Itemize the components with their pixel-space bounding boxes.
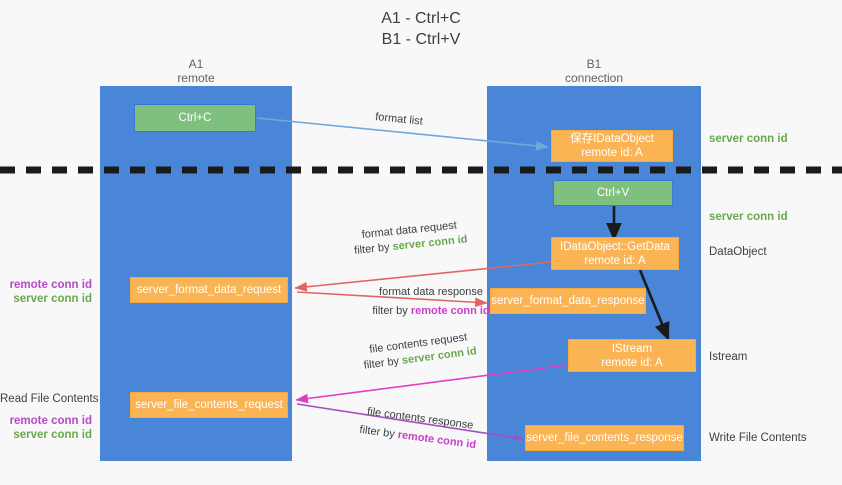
node-save-idataobject[interactable]: 保存IDataObject remote id: A [551, 130, 673, 162]
node-ctrl-v[interactable]: Ctrl+V [553, 180, 673, 206]
edge-label-format-list: format list [375, 110, 424, 130]
node-ctrl-v-label: Ctrl+V [596, 187, 630, 199]
column-a1-role: remote [177, 71, 215, 85]
node-istream-sub: remote id: A [601, 356, 663, 369]
edge-label-format-data-response-text: format data response [379, 286, 483, 298]
node-server-format-data-response-label: server_format_data_response [491, 295, 645, 307]
node-istream-label: IStream [611, 342, 653, 355]
filter-prefix: filter by [372, 305, 408, 317]
edge-label-file-contents-request: file contents request filter by server c… [361, 329, 478, 373]
edge-label-format-data-response-filter: filter by remote conn id [341, 304, 521, 319]
node-server-format-data-request[interactable]: server_format_data_request [130, 277, 288, 303]
annotation-remote-conn-id-2: remote conn id [9, 415, 92, 427]
column-b1-role: connection [564, 71, 624, 85]
title-line-1: A1 - Ctrl+C [381, 10, 461, 27]
node-server-file-contents-response-label: server_file_contents_response [526, 432, 683, 444]
column-a1-name: A1 [188, 57, 204, 71]
annotation-write-file-contents: Write File Contents [709, 432, 807, 444]
node-save-idataobject-label: 保存IDataObject [570, 133, 654, 145]
filter-key: remote conn id [410, 305, 490, 317]
node-server-format-data-response[interactable]: server_format_data_response [490, 288, 646, 314]
node-istream[interactable]: IStream remote id: A [568, 339, 696, 372]
edge-label-file-contents-response: file contents response filter by remote … [359, 404, 480, 453]
annotation-server-conn-id-2: server conn id [709, 211, 788, 223]
phase-divider [0, 166, 842, 174]
column-header-a1: A1 remote [100, 57, 292, 85]
node-idataobject-getdata[interactable]: IDataObject::GetData remote id: A [551, 237, 679, 270]
edge-label-format-list-text: format list [374, 110, 424, 128]
column-header-b1: B1 connection [487, 57, 701, 85]
node-server-file-contents-request[interactable]: server_file_contents_request [130, 392, 288, 418]
title-line-2: B1 - Ctrl+V [381, 31, 461, 48]
node-server-file-contents-request-label: server_file_contents_request [135, 399, 283, 411]
annotation-dataobject: DataObject [709, 246, 767, 258]
filter-prefix: filter by [353, 241, 391, 257]
node-idataobject-getdata-label: IDataObject::GetData [560, 240, 670, 253]
annotation-remote-conn-id-1: remote conn id [9, 279, 92, 291]
annotation-istream: Istream [709, 351, 748, 363]
node-server-file-contents-response[interactable]: server_file_contents_response [525, 425, 684, 451]
column-b1-name: B1 [586, 57, 602, 71]
annotation-server-conn-id-3: server conn id [13, 293, 92, 305]
edge-label-format-data-response: format data response filter by remote co… [341, 285, 521, 319]
node-idataobject-getdata-sub: remote id: A [584, 254, 646, 267]
node-ctrl-c[interactable]: Ctrl+C [134, 104, 256, 132]
node-save-idataobject-sub: remote id: A [581, 147, 643, 159]
node-ctrl-c-label: Ctrl+C [178, 112, 212, 124]
node-server-format-data-request-label: server_format_data_request [136, 284, 282, 296]
annotation-read-file-contents: Read File Contents [0, 393, 99, 405]
filter-prefix: filter by [363, 355, 400, 372]
annotation-server-conn-id-4: server conn id [13, 429, 92, 441]
diagram-title: A1 - Ctrl+C B1 - Ctrl+V [0, 8, 842, 50]
filter-prefix: filter by [358, 423, 396, 441]
edge-label-format-data-request: format data request filter by server con… [352, 218, 468, 259]
annotation-server-conn-id-1: server conn id [709, 133, 788, 145]
